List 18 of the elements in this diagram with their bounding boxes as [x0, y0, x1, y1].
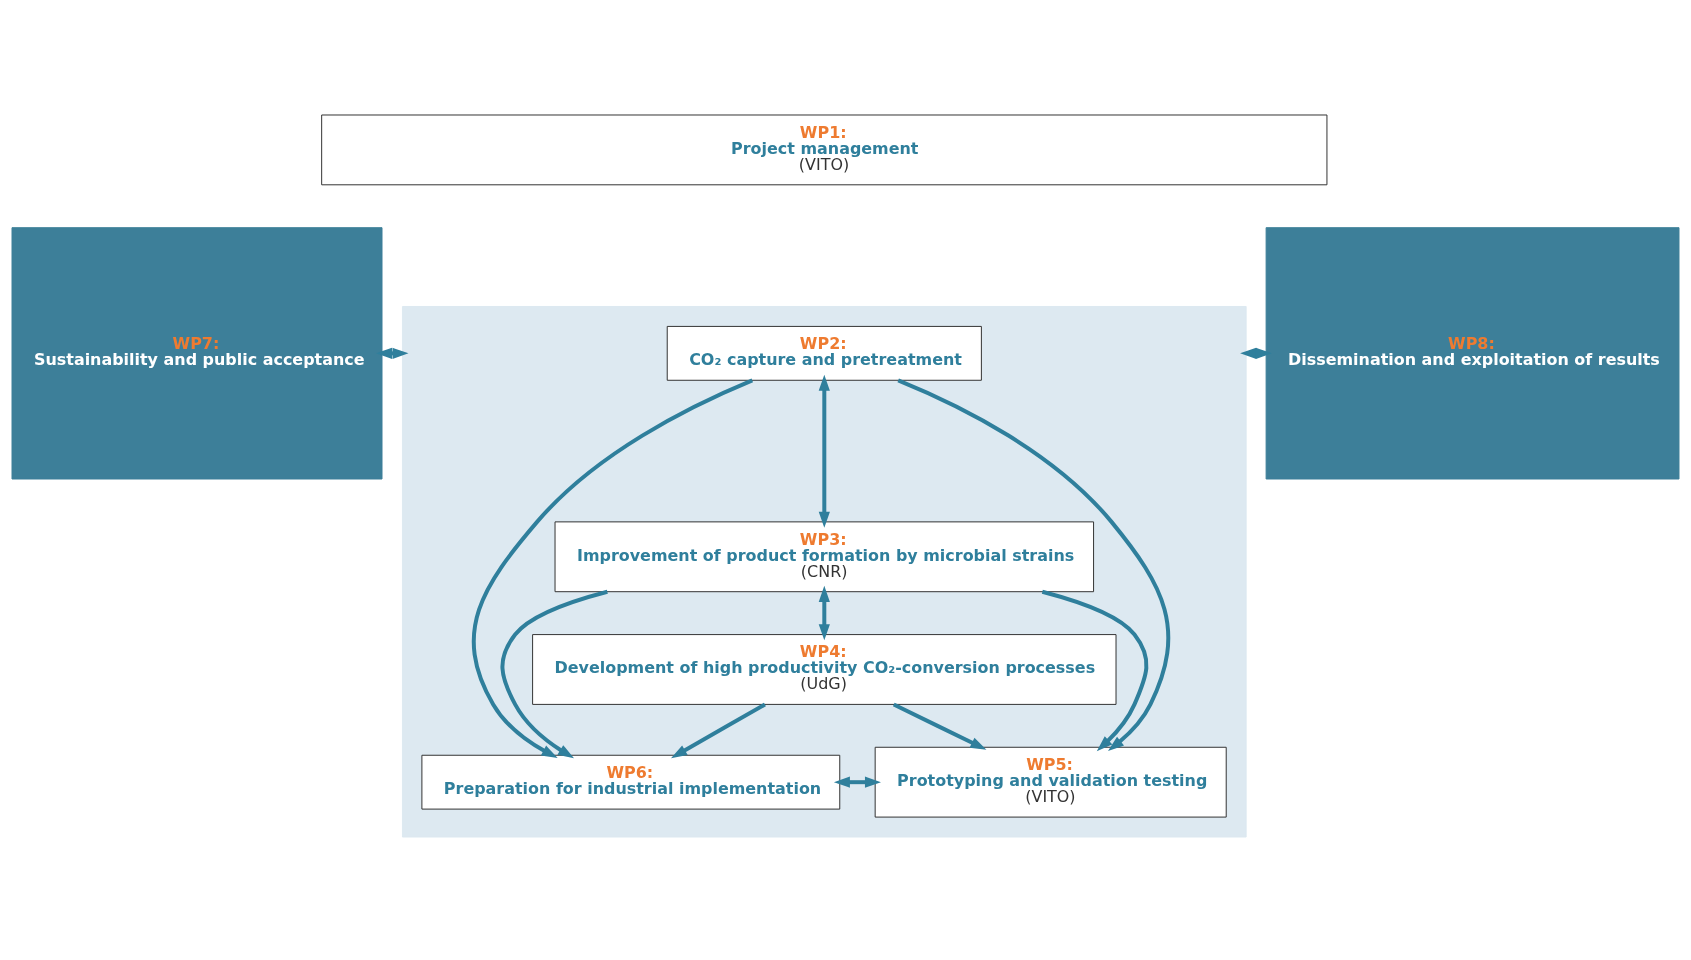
node-box: WP7: Sustainability and public acceptance: [11, 227, 383, 480]
arrow: [892, 702, 987, 750]
arrow: [471, 378, 754, 759]
arrow: [833, 776, 881, 788]
cluster: [401, 305, 1247, 838]
arrow: [671, 702, 766, 759]
node-box: WP1: Project management (VITO): [321, 114, 1328, 186]
node-box: WP3: Improvement of product formation by microbial strains (CNR): [554, 521, 1095, 593]
node-box: WP8: Dissemination and exploitation of results: [1265, 227, 1680, 480]
node-box: WP6: Preparation for industrial implementation: [421, 754, 841, 810]
node-box: WP4: Development of high productivity CO₂-conversion processes (UdG): [532, 634, 1117, 705]
arrow: [1041, 589, 1149, 752]
arrow: [818, 585, 830, 641]
node-box: WP2: CO₂ capture and pretreatment: [666, 325, 982, 381]
arrow: [897, 378, 1171, 752]
node-box: WP5: Prototyping and validation testing (VITO): [874, 746, 1227, 818]
arrow: [818, 374, 830, 528]
arrow: [500, 589, 608, 759]
